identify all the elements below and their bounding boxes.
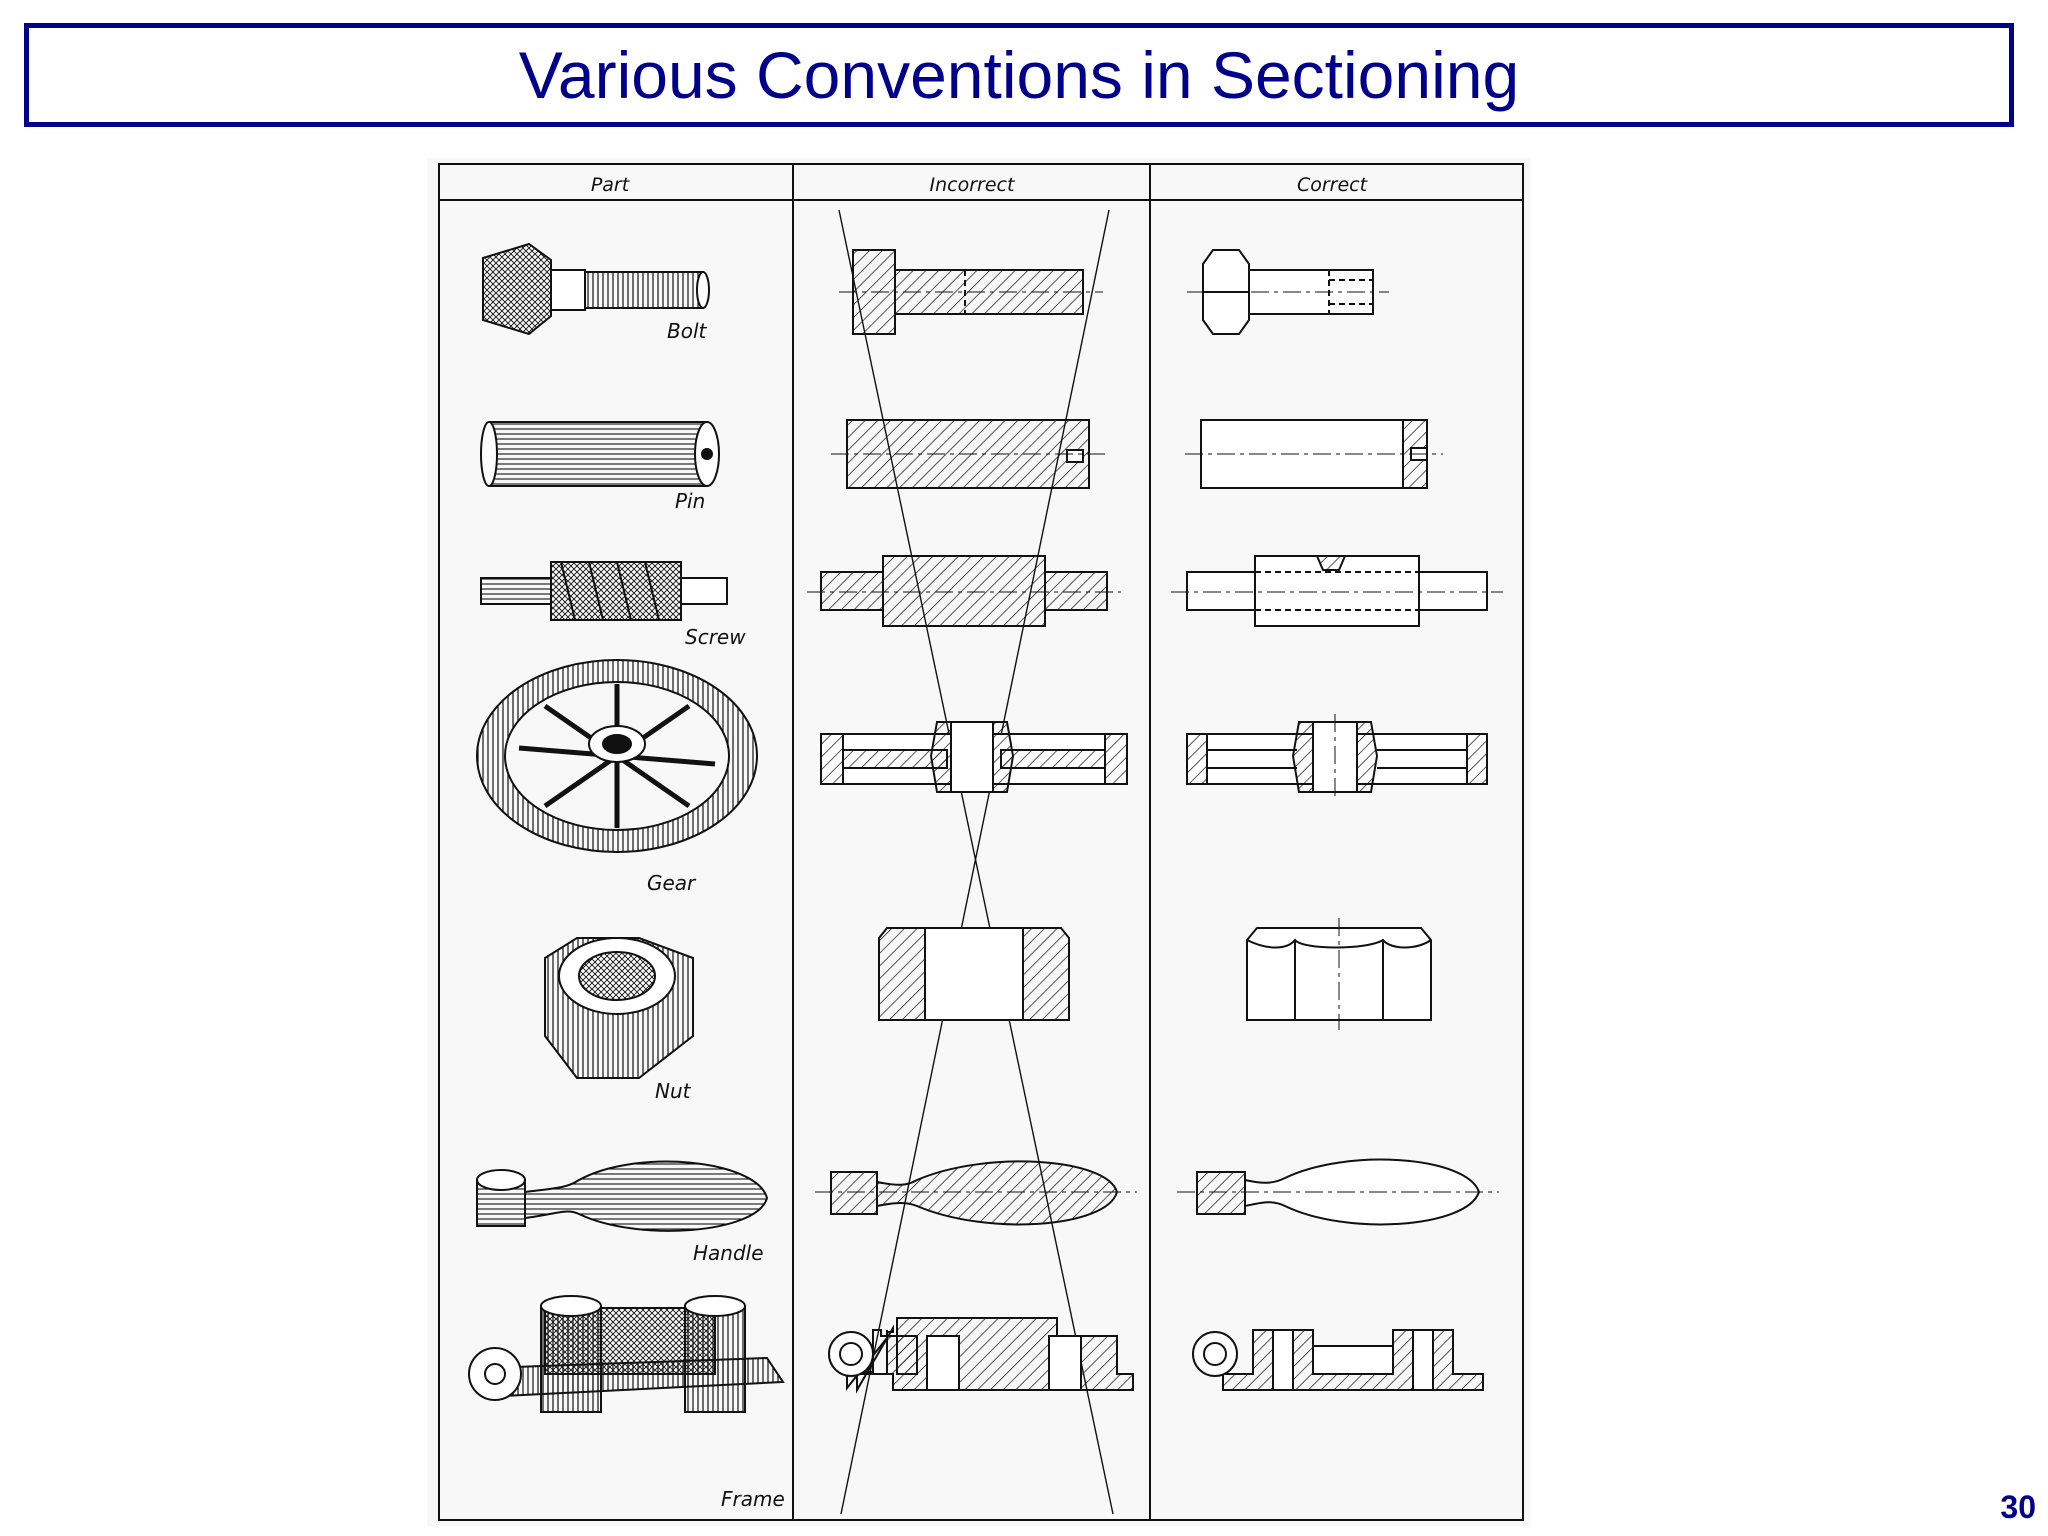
correct-screw-section	[1171, 555, 1503, 627]
correct-handle-view	[1177, 1158, 1499, 1226]
part-label-gear: Gear	[647, 871, 697, 895]
incorrect-frame-section	[828, 1317, 1134, 1394]
slide-title-box: Various Conventions in Sectioning	[24, 23, 2014, 127]
incorrect-pin-section	[831, 419, 1105, 489]
page-number: 30	[2000, 1489, 2036, 1525]
part-label-handle: Handle	[693, 1241, 764, 1265]
incorrect-nut-section	[878, 927, 1070, 1021]
incorrect-screw-section	[807, 555, 1121, 627]
column-header-part: Part	[591, 174, 631, 196]
part-label-frame: Frame	[721, 1487, 785, 1511]
part-label-nut: Nut	[655, 1079, 692, 1103]
sectioning-table-drawing: Part Incorrect Correct Bolt Pin Screw	[438, 163, 1524, 1521]
column-header-incorrect: Incorrect	[930, 174, 1016, 196]
incorrect-handle-section	[815, 1160, 1137, 1226]
correct-frame-section	[1192, 1329, 1484, 1391]
incorrect-bolt-section	[839, 249, 1103, 335]
handle-pictorial	[476, 1160, 769, 1232]
slide-title: Various Conventions in Sectioning	[518, 38, 1520, 112]
correct-bolt-section	[1187, 249, 1389, 335]
table-grid	[438, 163, 1524, 1521]
pin-pictorial	[480, 421, 720, 487]
part-label-screw: Screw	[685, 625, 746, 649]
gear-pictorial	[476, 659, 758, 853]
part-label-bolt: Bolt	[667, 319, 708, 343]
part-label-pin: Pin	[675, 489, 705, 513]
sectioning-conventions-figure: Part Incorrect Correct Bolt Pin Screw	[427, 158, 1531, 1526]
incorrect-gear-section	[820, 721, 1128, 793]
correct-gear-section	[1186, 714, 1488, 800]
screw-pictorial	[480, 561, 728, 621]
column-header-correct: Correct	[1297, 174, 1369, 196]
nut-pictorial	[544, 937, 694, 1079]
correct-nut-view	[1246, 918, 1432, 1030]
bolt-pictorial	[482, 242, 710, 336]
correct-pin-section	[1185, 419, 1443, 489]
frame-pictorial	[468, 1295, 785, 1413]
